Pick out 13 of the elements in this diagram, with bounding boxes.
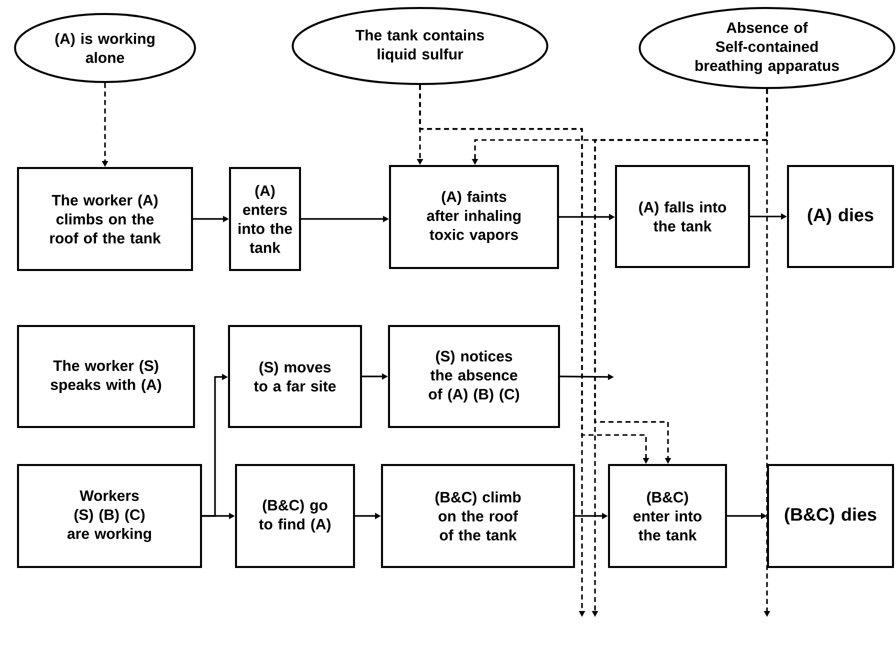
event-box: (S) moves to a far site <box>228 324 362 428</box>
event-box: The worker (S) speaks with (A) <box>17 324 195 428</box>
event-box: (B&C) enter into the tank <box>608 464 727 568</box>
event-box: (A) enters into the tank <box>229 167 301 271</box>
event-box: (A) dies <box>787 165 894 268</box>
event-box: (B&C) climb on the roof of the tank <box>381 464 575 568</box>
event-box: (B&C) dies <box>767 464 894 568</box>
event-box: Workers (S) (B) (C) are working <box>17 464 202 568</box>
event-box: (A) faints after inhaling toxic vapors <box>389 165 559 269</box>
event-box: (B&C) go to find (A) <box>235 464 355 568</box>
event-box: (A) falls into the tank <box>615 165 750 268</box>
event-box: The worker (A) climbs on the roof of the tank <box>17 167 193 271</box>
event-box: (S) notices the absence of (A) (B) (C) <box>388 324 560 428</box>
